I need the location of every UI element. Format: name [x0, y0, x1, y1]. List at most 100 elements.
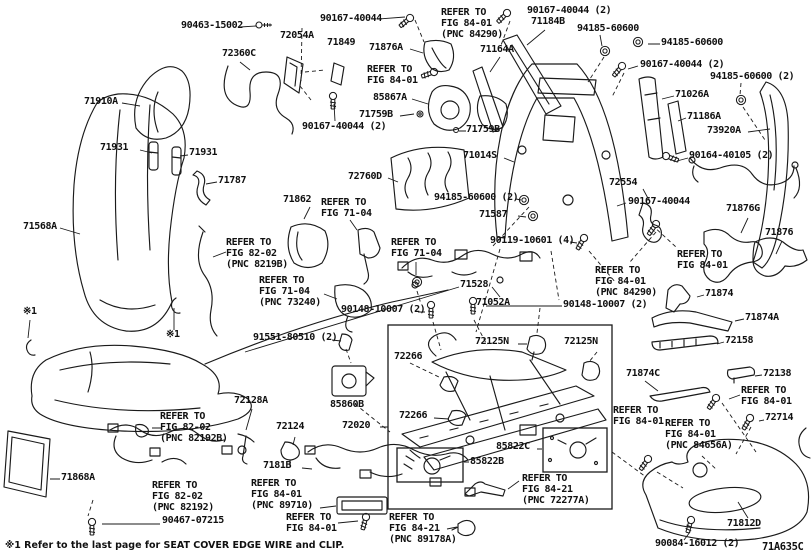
part-number-94185-60600[interactable]: 94185-60600 — [661, 37, 723, 48]
part-number-73920A[interactable]: 73920A — [707, 125, 741, 136]
part-number-72124[interactable]: 72124 — [276, 421, 305, 432]
part-number-71868A[interactable]: 71868A — [61, 472, 95, 483]
part-number-71052A[interactable]: 71052A — [476, 297, 510, 308]
garnish-71876a-drawing — [423, 39, 455, 73]
clip-72266-lower-drawing — [447, 409, 467, 426]
part-number-72020[interactable]: 72020 — [342, 420, 371, 431]
part-number-71184B[interactable]: 71184B — [531, 16, 565, 27]
part-number-72266[interactable]: 72266 — [394, 351, 423, 362]
part-number-90164-40105[interactable]: 90164-40105 (2) — [689, 150, 774, 161]
part-number-71812D[interactable]: 71812D — [727, 518, 761, 529]
nut-icon — [527, 210, 539, 222]
part-number-71568A[interactable]: 71568A — [23, 221, 57, 232]
harness-7181b-drawing — [304, 443, 476, 497]
part-number-71876A[interactable]: 71876A — [369, 42, 403, 53]
part-number-90167-40044[interactable]: 90167-40044 (2) — [640, 59, 725, 70]
wire-harness-right-drawing — [688, 156, 801, 199]
part-number-85822C[interactable]: 85822C — [496, 441, 530, 452]
part-number-71759B[interactable]: 71759B — [359, 109, 393, 120]
part-number-71026A[interactable]: 71026A — [675, 89, 709, 100]
harness-71052a-drawing — [397, 249, 541, 289]
bracket-71874-drawing — [665, 284, 691, 313]
part-number-71528[interactable]: 71528 — [460, 279, 489, 290]
refer-note: REFER TO FIG 84-21 (PNC 72277A) — [522, 473, 590, 507]
part-number-90148-10007[interactable]: 90148-10007 (2) — [341, 304, 426, 315]
part-number-72138[interactable]: 72138 — [763, 368, 792, 379]
part-number-90167-40044[interactable]: 90167-40044 — [320, 13, 382, 24]
part-number-71910A[interactable]: 71910A — [84, 96, 118, 107]
part-number-72054A[interactable]: 72054A — [280, 30, 314, 41]
strip-71164a-drawing — [472, 66, 504, 133]
part-number-71587[interactable]: 71587 — [479, 209, 508, 220]
refer-note: REFER TO FIG 84-01 (PNC 84290) — [441, 7, 503, 41]
part-number-71164A[interactable]: 71164A — [480, 44, 514, 55]
part-number-71014S[interactable]: 71014S — [463, 150, 497, 161]
label-panel-71868a-drawing — [3, 430, 51, 498]
part-number-94185-60600[interactable]: 94185-60600 (2) — [434, 192, 519, 203]
part-number-72554[interactable]: 72554 — [609, 177, 638, 188]
part-number-90463-15002[interactable]: 90463-15002 — [181, 20, 243, 31]
clip-72124-drawing — [280, 441, 300, 467]
bolt-icon — [420, 66, 440, 81]
screw-icon — [255, 21, 273, 29]
belt-buckle-drawing — [357, 227, 381, 285]
part-number-71931[interactable]: 71931 — [189, 147, 218, 158]
part-number-90467-07215[interactable]: 90467-07215 — [162, 515, 224, 526]
part-number-72128A[interactable]: 72128A — [234, 395, 268, 406]
part-number-90167-40044[interactable]: 90167-40044 — [628, 196, 690, 207]
motor-85822c-drawing — [547, 435, 599, 466]
strip-71186a-drawing — [667, 100, 687, 155]
part-number-90167-40044[interactable]: 90167-40044 (2) — [302, 121, 387, 132]
refer-note: REFER TO FIG 84-21 (PNC 89178A) — [389, 512, 457, 546]
part-number-85822B[interactable]: 85822B — [470, 456, 504, 467]
part-number-71931[interactable]: 71931 — [100, 142, 129, 153]
bolt-icon — [683, 515, 696, 535]
refer-note: REFER TO FIG 71-04 — [391, 237, 442, 260]
part-number-71862[interactable]: 71862 — [283, 194, 312, 205]
part-number-91551-80510[interactable]: 91551-80510 (2) — [253, 332, 338, 343]
refer-note: REFER TO FIG 82-02 (PNC 8219B) — [226, 237, 288, 271]
part-number-94185-60600[interactable]: 94185-60600 (2) — [710, 71, 795, 82]
pad-73920a-drawing — [752, 81, 789, 269]
part-number-7181B[interactable]: 7181B — [263, 460, 292, 471]
nut-icon — [632, 36, 644, 48]
part-number-85867A[interactable]: 85867A — [373, 92, 407, 103]
part-number-90119-10601[interactable]: 90119-10601 (4) — [490, 235, 575, 246]
spring-mat-72760d-drawing — [390, 146, 470, 211]
refer-note: REFER TO FIG 82-02 (PNC 82192) — [152, 480, 214, 514]
bolt-icon — [610, 60, 628, 79]
footnote: ※1 Refer to the last page for SEAT COVER… — [5, 540, 345, 551]
part-number-71849[interactable]: 71849 — [327, 37, 356, 48]
part-number-72266[interactable]: 72266 — [399, 410, 428, 421]
part-number-85860B[interactable]: 85860B — [330, 399, 364, 410]
part-number-90148-10007[interactable]: 90148-10007 (2) — [563, 299, 648, 310]
clip-72138-drawing — [726, 366, 756, 384]
part-number-71874[interactable]: 71874 — [705, 288, 734, 299]
fasteners — [87, 7, 756, 536]
part-number-72760D[interactable]: 72760D — [348, 171, 382, 182]
seatback-cover-drawing — [72, 93, 186, 332]
part-number-71787[interactable]: 71787 — [218, 175, 247, 186]
part-number-94185-60600[interactable]: 94185-60600 — [577, 23, 639, 34]
refer-note: REFER TO FIG 82-02 (PNC 82192B) — [160, 411, 228, 445]
part-number-71876G[interactable]: 71876G — [726, 203, 760, 214]
part-number-90084-16012[interactable]: 90084-16012 (2) — [655, 538, 740, 549]
part-number-72360C[interactable]: 72360C — [222, 48, 256, 59]
headrest-support-drawing — [148, 141, 182, 176]
seat-cushion-drawing — [30, 289, 449, 433]
clip-71849-drawing — [330, 62, 345, 86]
part-number-72714[interactable]: 72714 — [765, 412, 794, 423]
detail-boxes — [387, 324, 613, 510]
part-number-71759B[interactable]: 71759B — [466, 124, 500, 135]
part-number-71874A[interactable]: 71874A — [745, 312, 779, 323]
part-number-72125N[interactable]: 72125N — [564, 336, 598, 347]
part-number-90167-40044[interactable]: 90167-40044 (2) — [527, 5, 612, 16]
part-number-71186A[interactable]: 71186A — [687, 111, 721, 122]
part-number-71876[interactable]: 71876 — [765, 227, 794, 238]
footnote-mark: ※1 — [23, 306, 37, 317]
bolt-icon — [739, 412, 756, 432]
part-number-72158[interactable]: 72158 — [725, 335, 754, 346]
part-number-71874C[interactable]: 71874C — [626, 368, 660, 379]
part-number-72125N[interactable]: 72125N — [475, 336, 509, 347]
